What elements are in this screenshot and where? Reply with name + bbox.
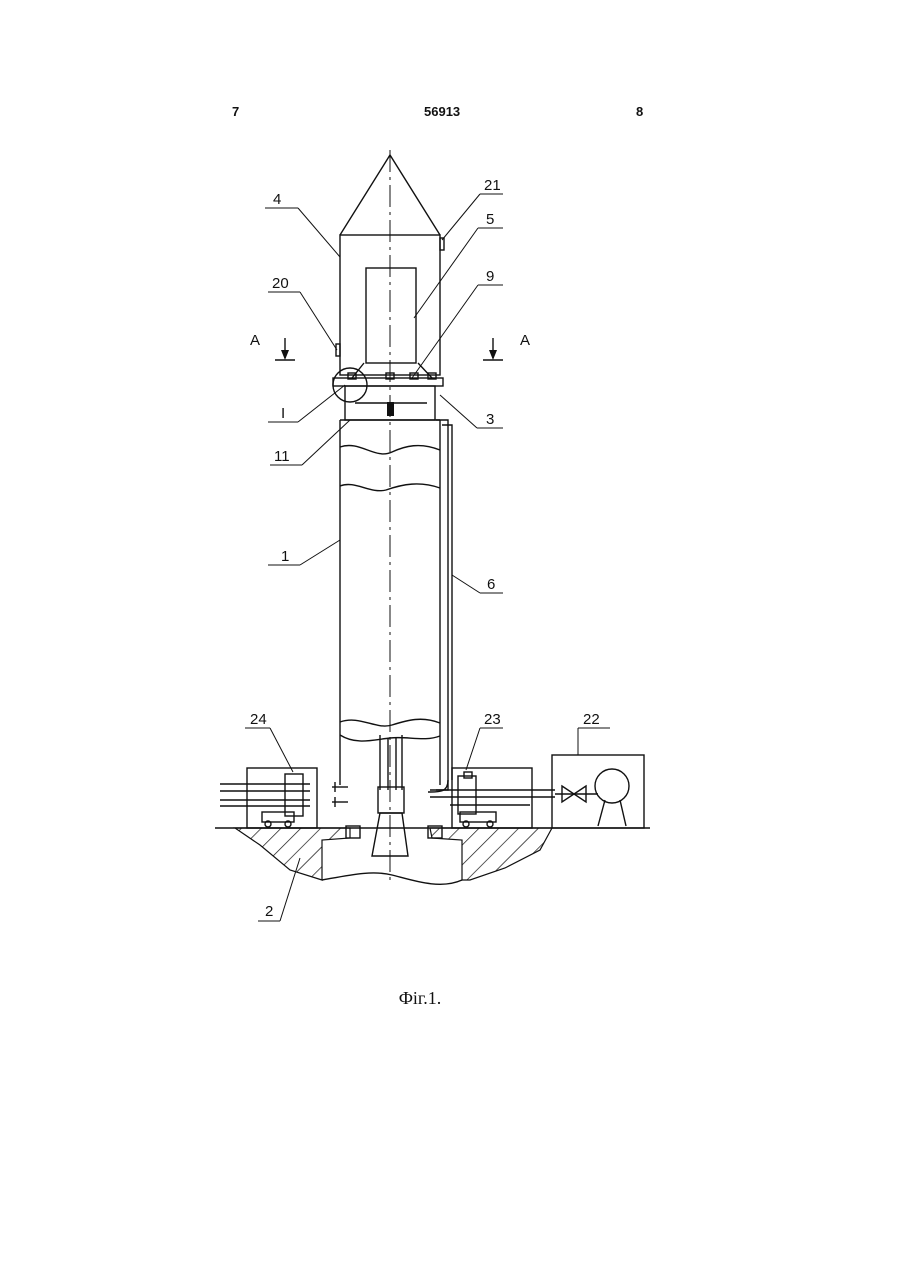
label-A-right: A [520,332,530,349]
pad-left [235,828,350,880]
pump-icon [595,769,629,803]
pump-unit-22 [552,755,644,828]
label-3: 3 [486,411,494,428]
pipe-6 [436,420,448,790]
label-23: 23 [484,711,501,728]
pad-right [430,828,552,880]
equipment-24 [247,768,317,828]
label-4: 4 [273,191,281,208]
label-I: I [281,405,285,422]
label-24: 24 [250,711,267,728]
label-A-left: A [250,332,260,349]
label-22: 22 [583,711,600,728]
sensor-block [366,268,416,363]
coupling-core [387,402,394,416]
label-2: 2 [265,903,273,920]
label-5: 5 [486,211,494,228]
label-1: 1 [281,548,289,565]
label-11: 11 [274,448,290,465]
label-21: 21 [484,177,501,194]
figure-caption: Фіг.1. [0,988,840,1009]
label-20: 20 [272,275,289,292]
label-6: 6 [487,576,495,593]
nozzle-block [378,787,404,813]
label-9: 9 [486,268,494,285]
